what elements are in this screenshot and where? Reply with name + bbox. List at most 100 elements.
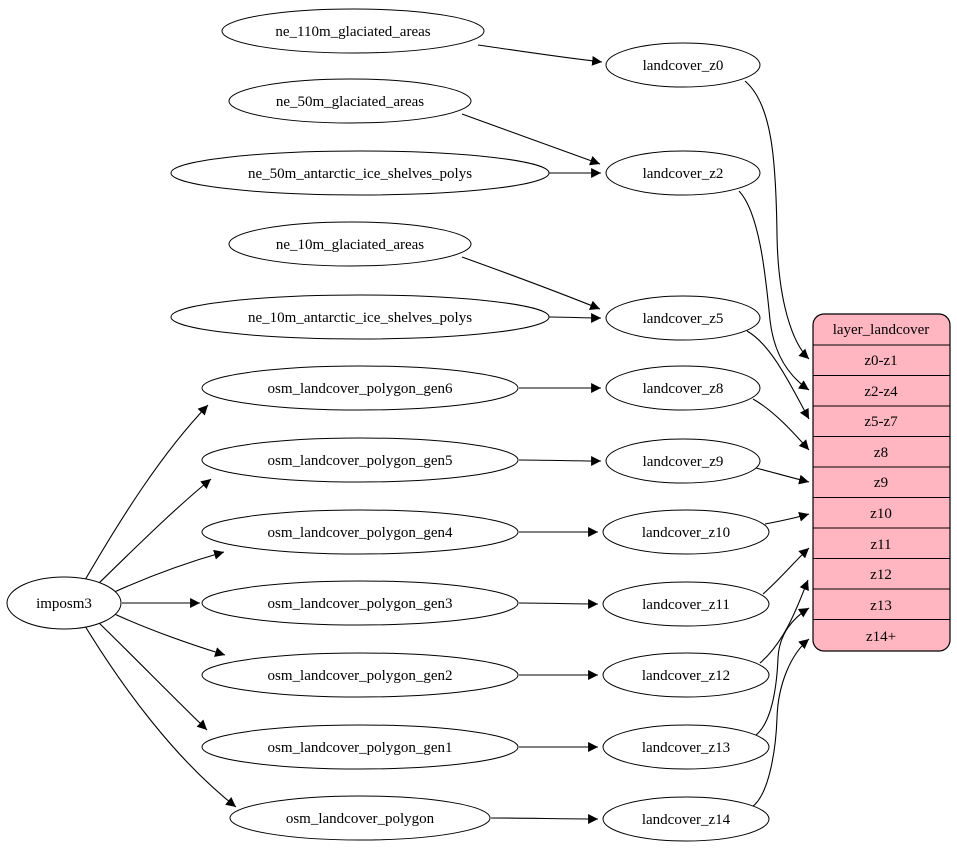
osm_landcover_polygon_gen4-label: osm_landcover_polygon_gen4	[268, 525, 453, 541]
node-osm_landcover_polygon_gen5: osm_landcover_polygon_gen5	[201, 437, 519, 483]
ne_10m_antarctic_ice_shelves_polys-ellipse	[170, 294, 550, 340]
ne_10m_antarctic_ice_shelves_polys-label: ne_10m_antarctic_ice_shelves_polys	[248, 310, 472, 326]
edge-imposm3-osm_landcover_polygon	[84, 625, 237, 808]
edge-imposm3-osm_landcover_polygon_gen6	[84, 404, 209, 581]
landcover_z11-label: landcover_z11	[642, 597, 730, 613]
ne_110m_glaciated_areas-ellipse	[221, 8, 485, 54]
edge-layer	[84, 44, 810, 824]
node-landcover_z0: landcover_z0	[605, 42, 761, 88]
landcover_z5-label: landcover_z5	[643, 311, 724, 327]
landcover_z2-ellipse	[605, 150, 761, 196]
osm_landcover_polygon_gen2-ellipse	[201, 652, 519, 698]
edge-landcover_z2-row-z2-z4	[738, 190, 810, 391]
ne_50m_antarctic_ice_shelves_polys-label: ne_50m_antarctic_ice_shelves_polys	[248, 166, 472, 182]
landcover_z12-label: landcover_z12	[642, 668, 730, 684]
landcover_z10-label: landcover_z10	[642, 525, 730, 541]
node-osm_landcover_polygon_gen4: osm_landcover_polygon_gen4	[201, 509, 519, 555]
osm_landcover_polygon_gen4-ellipse	[201, 509, 519, 555]
osm_landcover_polygon_gen1-ellipse	[201, 724, 519, 770]
edge-ne_10m_antarctic_ice_shelves_polys-landcover_z5	[548, 313, 602, 323]
imposm3-ellipse	[6, 576, 122, 630]
record-row-z0-z1: z0-z1	[864, 353, 897, 369]
node-osm_landcover_polygon_gen6: osm_landcover_polygon_gen6	[201, 365, 519, 411]
record-row-z8: z8	[874, 445, 888, 461]
landcover_z14-label: landcover_z14	[642, 812, 731, 828]
edge-osm_landcover_polygon_gen3-landcover_z11	[518, 599, 599, 609]
record-row-z12: z12	[870, 567, 892, 583]
node-landcover_z2: landcover_z2	[605, 150, 761, 196]
record-row-z11: z11	[870, 537, 891, 553]
ne_110m_glaciated_areas-label: ne_110m_glaciated_areas	[275, 24, 430, 40]
record-row-z10: z10	[870, 506, 892, 522]
edge-imposm3-osm_landcover_polygon_gen5	[95, 478, 212, 587]
ne_50m_antarctic_ice_shelves_polys-ellipse	[170, 150, 550, 196]
osm_landcover_polygon_gen6-label: osm_landcover_polygon_gen6	[268, 381, 453, 397]
edge-imposm3-osm_landcover_polygon_gen1	[95, 619, 208, 731]
node-ne_10m_glaciated_areas: ne_10m_glaciated_areas	[228, 221, 472, 267]
edge-landcover_z8-row-z8	[752, 398, 810, 451]
node-landcover_z9: landcover_z9	[605, 438, 761, 484]
landcover_z0-ellipse	[605, 42, 761, 88]
node-landcover_z13: landcover_z13	[602, 724, 770, 770]
record-row-z13: z13	[870, 598, 892, 614]
osm_landcover_polygon_gen5-label: osm_landcover_polygon_gen5	[268, 453, 453, 469]
landcover_z12-ellipse	[602, 652, 770, 698]
edge-ne_10m_glaciated_areas-landcover_z5	[461, 256, 601, 310]
osm_landcover_polygon_gen1-label: osm_landcover_polygon_gen1	[268, 740, 453, 756]
landcover_z9-label: landcover_z9	[643, 454, 724, 470]
node-landcover_z8: landcover_z8	[605, 365, 761, 411]
record-row-z14plus: z14+	[866, 629, 896, 645]
ne_50m_glaciated_areas-label: ne_50m_glaciated_areas	[276, 94, 424, 110]
node-landcover_z14: landcover_z14	[602, 796, 770, 842]
node-osm_landcover_polygon_gen1: osm_landcover_polygon_gen1	[201, 724, 519, 770]
landcover_z5-ellipse	[605, 295, 761, 341]
ne_10m_glaciated_areas-ellipse	[228, 221, 472, 267]
edge-landcover_z12-row-z12	[759, 579, 809, 664]
node-ne_10m_antarctic_ice_shelves_polys: ne_10m_antarctic_ice_shelves_polys	[170, 294, 550, 340]
edge-ne_50m_glaciated_areas-landcover_z2	[461, 113, 601, 166]
ne_50m_glaciated_areas-ellipse	[228, 78, 472, 124]
osm_landcover_polygon-ellipse	[229, 795, 491, 841]
imposm3-label: imposm3	[36, 596, 92, 612]
osm_landcover_polygon_gen3-ellipse	[201, 580, 519, 626]
node-osm_landcover_polygon_gen3: osm_landcover_polygon_gen3	[201, 580, 519, 626]
edge-ne_110m_glaciated_areas-landcover_z0	[477, 44, 603, 66]
landcover_z10-ellipse	[602, 509, 770, 555]
record-row-z9: z9	[874, 475, 888, 491]
ne_10m_glaciated_areas-label: ne_10m_glaciated_areas	[276, 237, 424, 253]
node-landcover_z12: landcover_z12	[602, 652, 770, 698]
edge-landcover_z0-row-z0-z1	[744, 80, 810, 360]
layer_landcover-box	[812, 313, 951, 652]
landcover_z2-label: landcover_z2	[643, 166, 724, 182]
edge-landcover_z11-row-z11	[762, 547, 810, 595]
landcover_z9-ellipse	[605, 438, 761, 484]
edge-imposm3-osm_landcover_polygon_gen4	[109, 549, 225, 595]
record-row-z2-z4: z2-z4	[864, 384, 898, 400]
edge-landcover_z13-row-z13	[755, 607, 810, 736]
osm_landcover_polygon-label: osm_landcover_polygon	[286, 811, 435, 827]
node-layer_landcover: layer_landcover z0-z1 z2-z4 z5-z7 z8 z9 …	[812, 313, 951, 652]
node-osm_landcover_polygon: osm_landcover_polygon	[229, 795, 491, 841]
landcover_z8-ellipse	[605, 365, 761, 411]
node-ne_110m_glaciated_areas: ne_110m_glaciated_areas	[221, 8, 485, 54]
landcover_z0-label: landcover_z0	[643, 58, 724, 74]
edge-landcover_z5-row-z5-z7	[746, 330, 810, 420]
edge-osm_landcover_polygon-landcover_z14	[490, 814, 599, 824]
osm_landcover_polygon_gen6-ellipse	[201, 365, 519, 411]
edge-landcover_z10-row-z10	[764, 511, 810, 525]
node-osm_landcover_polygon_gen2: osm_landcover_polygon_gen2	[201, 652, 519, 698]
edge-landcover_z9-row-z9	[755, 467, 810, 485]
node-landcover_z10: landcover_z10	[602, 509, 770, 555]
record-row-z5-z7: z5-z7	[864, 414, 898, 430]
osm_landcover_polygon_gen2-label: osm_landcover_polygon_gen2	[268, 668, 453, 684]
node-ne_50m_antarctic_ice_shelves_polys: ne_50m_antarctic_ice_shelves_polys	[170, 150, 550, 196]
edge-imposm3-osm_landcover_polygon_gen2	[109, 611, 226, 657]
landcover_z11-ellipse	[602, 581, 770, 627]
landcover_z13-ellipse	[602, 724, 770, 770]
node-landcover_z11: landcover_z11	[602, 581, 770, 627]
landcover_z8-label: landcover_z8	[643, 381, 724, 397]
landcover_z13-label: landcover_z13	[642, 740, 730, 756]
node-imposm3: imposm3	[6, 576, 122, 630]
